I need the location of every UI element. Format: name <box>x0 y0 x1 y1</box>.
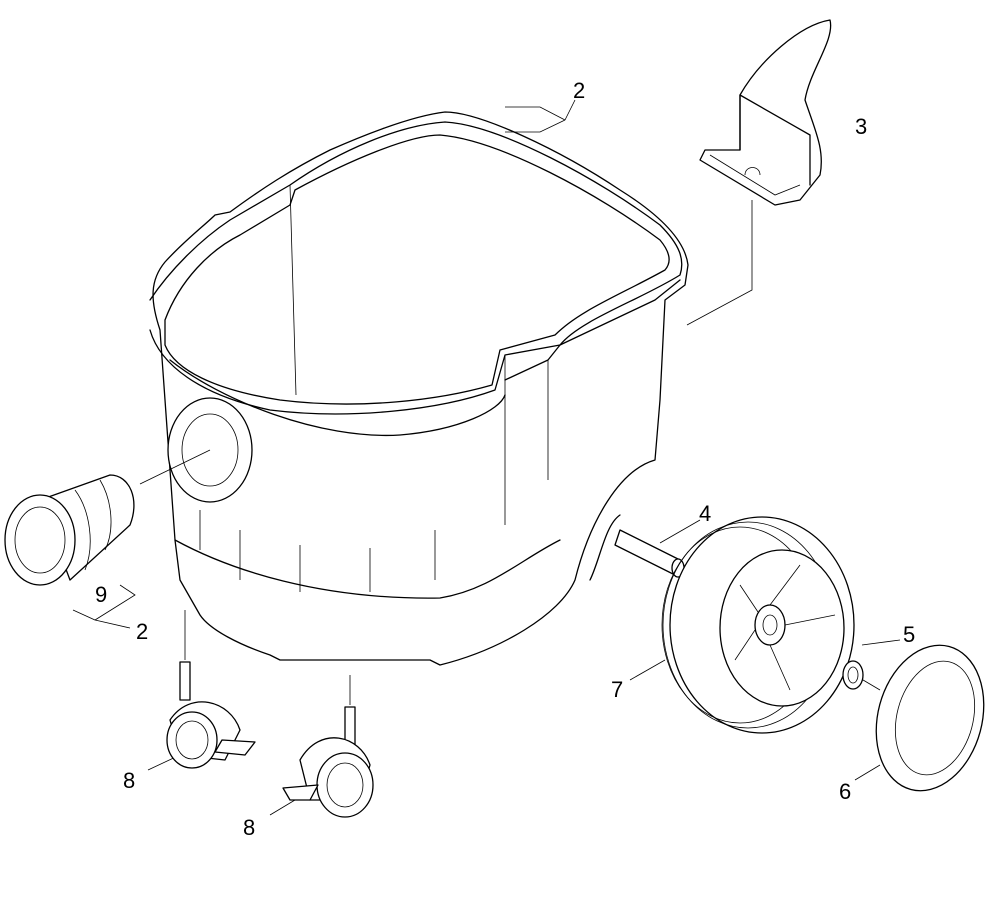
part-3-bracket <box>699 19 832 206</box>
callout-9: 9 <box>95 582 108 607</box>
part-8-caster-right <box>282 706 374 818</box>
leader-lines <box>72 99 901 816</box>
callout-8: 8 <box>123 768 136 793</box>
callout-3: 3 <box>855 114 868 139</box>
part-5-retaining-ring <box>842 660 864 690</box>
callout-7: 7 <box>611 677 624 702</box>
callout-5: 5 <box>903 622 916 647</box>
callout-4: 4 <box>699 501 712 526</box>
callout-6: 6 <box>839 779 852 804</box>
part-7-wheel <box>661 516 855 734</box>
part-8-caster-left <box>166 661 256 769</box>
part-9-coupling <box>4 474 135 586</box>
callout-2: 2 <box>136 619 149 644</box>
container-tub <box>149 111 689 666</box>
callout-2: 2 <box>573 78 586 103</box>
part-6-hubcap <box>875 644 985 792</box>
part-4-axle <box>614 529 685 578</box>
callout-8: 8 <box>243 815 256 840</box>
